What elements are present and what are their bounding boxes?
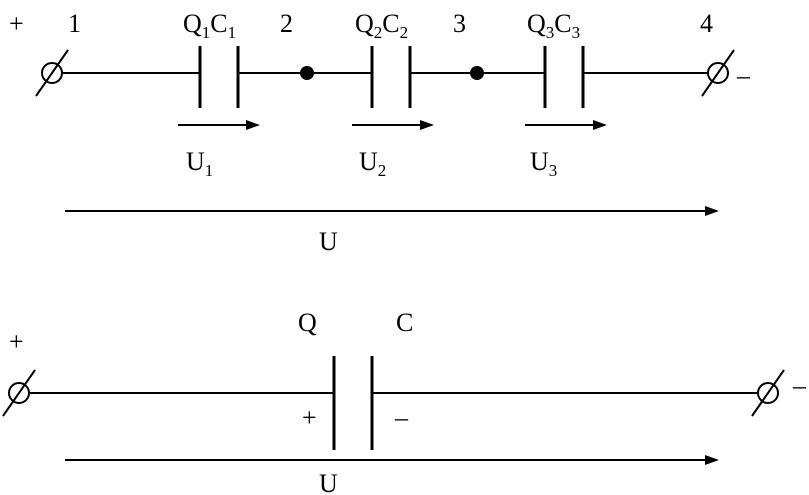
c2-sub: 2 bbox=[400, 23, 409, 42]
top-minus-sign: – bbox=[736, 61, 751, 90]
q2-base: Q bbox=[355, 9, 374, 38]
voltage-u3-label: U3 bbox=[530, 147, 557, 180]
q3-base: Q bbox=[527, 9, 546, 38]
c3-base: C bbox=[554, 9, 571, 38]
q1-base: Q bbox=[183, 9, 202, 38]
voltage-arrow-u3 bbox=[525, 120, 607, 130]
u3-base: U bbox=[530, 147, 549, 176]
node-2-label: 2 bbox=[280, 9, 293, 38]
u1-base: U bbox=[186, 147, 205, 176]
c2-base: C bbox=[382, 9, 399, 38]
capacitor-3-symbol bbox=[543, 46, 585, 108]
u1-sub: 1 bbox=[205, 161, 214, 180]
voltage-arrow-u2 bbox=[352, 120, 434, 130]
bottom-minus-sign: – bbox=[792, 371, 807, 400]
charge-label-q: Q bbox=[298, 308, 317, 337]
capacitor-2-label: Q2C2 bbox=[355, 9, 408, 42]
q1-sub: 1 bbox=[202, 23, 211, 42]
node-3-label: 3 bbox=[453, 9, 466, 38]
node-1-label: 1 bbox=[68, 9, 81, 38]
c3-sub: 3 bbox=[572, 23, 581, 42]
u2-sub: 2 bbox=[378, 161, 387, 180]
capacitor-1-symbol bbox=[198, 46, 240, 108]
total-voltage-arrow-bottom bbox=[65, 455, 719, 465]
voltage-arrow-u1 bbox=[178, 120, 260, 130]
total-voltage-arrow-top bbox=[65, 206, 719, 216]
capacitor-3-label: Q3C3 bbox=[527, 9, 580, 42]
voltage-u1-label: U1 bbox=[186, 147, 213, 180]
junction-dot-node-3 bbox=[470, 66, 484, 80]
capacitor-symbol bbox=[332, 356, 374, 450]
capacitor-1-label: Q1C1 bbox=[183, 9, 236, 42]
plate-minus-sign: – bbox=[394, 403, 409, 432]
junction-dot-node-2 bbox=[300, 66, 314, 80]
u2-base: U bbox=[359, 147, 378, 176]
voltage-u2-label: U2 bbox=[359, 147, 386, 180]
top-plus-sign: + bbox=[9, 9, 24, 38]
plate-plus-sign: + bbox=[302, 403, 317, 432]
bottom-plus-sign: + bbox=[9, 327, 24, 356]
series-circuit: + 1 2 3 4 – Q1C1 Q2C2 Q3C3 bbox=[9, 9, 751, 256]
total-voltage-label-bottom: U bbox=[319, 469, 338, 495]
q3-sub: 3 bbox=[546, 23, 555, 42]
node-4-label: 4 bbox=[700, 9, 713, 38]
total-voltage-label-top: U bbox=[319, 227, 338, 256]
c1-sub: 1 bbox=[228, 23, 237, 42]
capacitance-label-c: C bbox=[396, 308, 413, 337]
single-capacitor-circuit: + Q C – + – U bbox=[2, 308, 807, 495]
capacitor-2-symbol bbox=[370, 46, 412, 108]
q2-sub: 2 bbox=[374, 23, 383, 42]
c1-base: C bbox=[210, 9, 227, 38]
u3-sub: 3 bbox=[549, 161, 558, 180]
